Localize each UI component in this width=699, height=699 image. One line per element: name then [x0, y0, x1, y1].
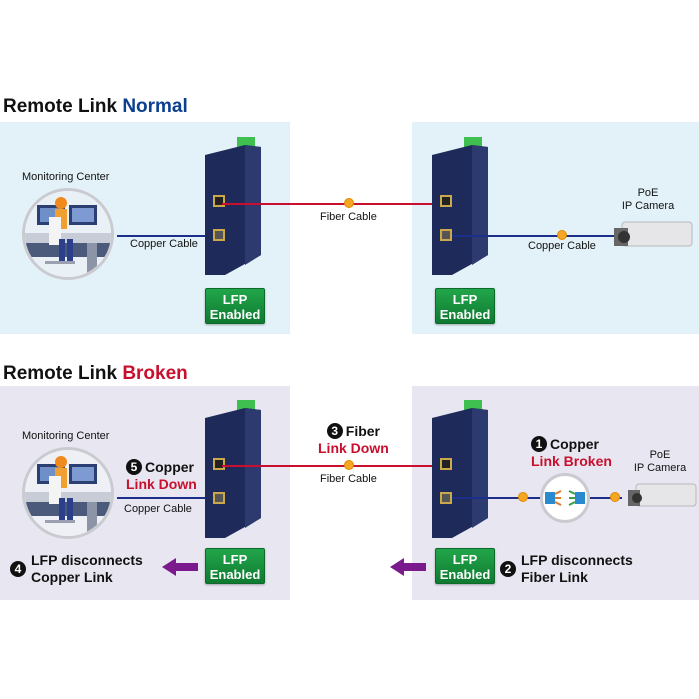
broken-cable-icon [540, 473, 590, 523]
lfp-enabled-badge-right-broken: LFP Enabled [435, 548, 495, 584]
ip-camera-label: PoE IP Camera [621, 187, 675, 212]
monitoring-center-icon-broken [22, 447, 114, 539]
status-normal: Normal [122, 96, 188, 117]
lfp-enabled-badge-left-broken: LFP Enabled [205, 548, 265, 584]
fiber-cable-line [222, 203, 444, 205]
step-3-number: 3 [326, 423, 343, 439]
fiber-connector-icon [344, 198, 354, 208]
arrow-left-icon-2 [390, 558, 426, 576]
step-1-number: 1 [531, 436, 547, 452]
copper-cable-line-broken [117, 497, 207, 499]
media-converter-left [205, 137, 265, 277]
lfp-enabled-badge-left: LFP Enabled [205, 288, 265, 324]
fiber-connector-icon-broken [344, 460, 354, 470]
ip-camera-icon [612, 218, 694, 254]
monitoring-center-label-broken: Monitoring Center [22, 430, 110, 442]
step-2-label: LFP disconnects Fiber Link 2 [500, 552, 633, 586]
fiber-cable-label: Fiber Cable [320, 211, 377, 223]
fiber-cable-line-broken [222, 465, 444, 467]
copper-cable-line-right-broken [452, 497, 622, 499]
step-2-number: 2 [500, 561, 516, 577]
monitoring-center-icon [22, 188, 114, 280]
copper-cable-label-broken: Copper Cable [124, 503, 192, 515]
step-4-number: 4 [10, 561, 26, 577]
step-5-number: 5 [126, 459, 142, 475]
arrow-left-icon [162, 558, 198, 576]
copper-cable-line [117, 235, 207, 237]
copper-connector-icon-2 [610, 492, 620, 502]
fiber-cable-label-broken: Fiber Cable [320, 473, 377, 485]
ip-camera-icon-broken [626, 481, 698, 513]
step-4-label: LFP disconnects Copper Link 4 [10, 552, 143, 586]
monitoring-center-label: Monitoring Center [22, 171, 110, 183]
media-converter-right [432, 137, 492, 277]
lfp-enabled-badge-right: LFP Enabled [435, 288, 495, 324]
section-title-broken: Remote Link Broken [3, 363, 188, 384]
copper-connector-icon [557, 230, 567, 240]
copper-connector-icon-1 [518, 492, 528, 502]
copper-cable-label: Copper Cable [130, 238, 198, 250]
section-title-normal: Remote Link Normal [3, 96, 188, 117]
copper-cable-label-right: Copper Cable [528, 240, 596, 252]
media-converter-right-broken [432, 400, 492, 540]
status-broken: Broken [122, 363, 188, 384]
ip-camera-label-broken: PoE IP Camera [633, 449, 687, 474]
media-converter-left-broken [205, 400, 265, 540]
copper-cable-line-right [452, 235, 622, 237]
